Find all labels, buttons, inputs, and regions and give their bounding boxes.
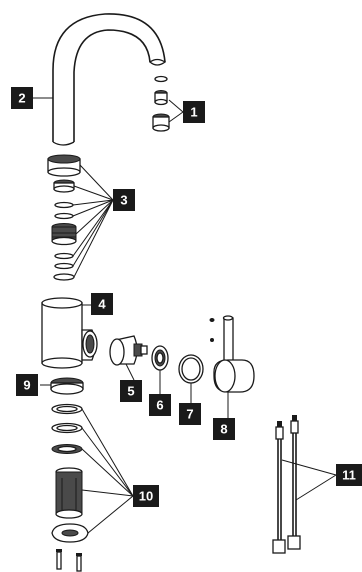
- callout-3: 3: [113, 189, 135, 211]
- bonnet-nut: [151, 345, 169, 371]
- leader-lines: [40, 99, 337, 534]
- callout-label: 9: [23, 378, 30, 393]
- base-ring: [50, 377, 84, 395]
- faucet-body: [41, 297, 98, 369]
- callout-5: 5: [120, 380, 142, 402]
- trim-ring: [178, 354, 204, 384]
- callout-label: 8: [220, 422, 227, 437]
- spout-part: [52, 13, 167, 146]
- callout-label: 11: [342, 468, 356, 483]
- callout-label: 3: [120, 193, 127, 208]
- callout-label: 6: [156, 398, 163, 413]
- cartridge: [109, 335, 148, 366]
- callout-label: 5: [127, 384, 134, 399]
- callout-label: 7: [186, 407, 193, 422]
- spout-ring-stack: [47, 154, 81, 281]
- callout-7: 7: [179, 403, 201, 425]
- callout-6: 6: [149, 394, 171, 416]
- callout-label: 1: [190, 105, 197, 120]
- mounting-hardware: [51, 403, 89, 572]
- aerator-parts: [152, 75, 170, 132]
- callout-2: 2: [11, 87, 33, 109]
- callout-label: 4: [98, 297, 106, 312]
- callout-label: 2: [18, 91, 25, 106]
- callout-10: 10: [133, 485, 159, 507]
- handle-lever: [209, 315, 255, 393]
- supply-hoses: [272, 415, 301, 554]
- callout-4: 4: [91, 293, 113, 315]
- callout-label: 10: [139, 489, 153, 504]
- callout-8: 8: [213, 418, 235, 440]
- callout-1: 1: [183, 101, 205, 123]
- callout-11: 11: [336, 464, 362, 486]
- callout-9: 9: [16, 374, 38, 396]
